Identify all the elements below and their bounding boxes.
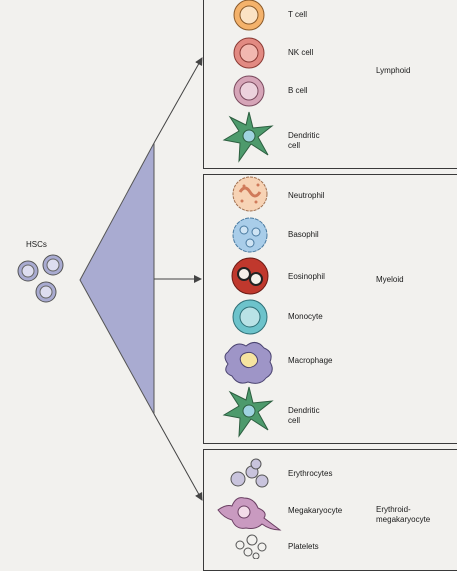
cell-label: Erythrocytes [288, 469, 333, 478]
macrophage-icon [224, 342, 273, 384]
eosinophil-icon [231, 257, 269, 295]
differentiation-triangle [79, 142, 155, 415]
cell-label: Basophil [288, 230, 319, 239]
erythrocytes-icon [230, 458, 269, 488]
megakaryocyte-icon [217, 497, 282, 531]
hsc-label: HSCs [26, 240, 47, 249]
cell-label: T cell [288, 10, 307, 19]
cell-label: Megakaryocyte [288, 506, 343, 515]
t-cell-icon [233, 0, 265, 31]
cell-label: Neutrophil [288, 191, 325, 200]
cell-label: B cell [288, 86, 308, 95]
nk-cell-icon [233, 37, 265, 69]
diagram-canvas [17, 0, 282, 559]
arrow-to-lymphoid [153, 57, 203, 144]
platelets-icon [235, 534, 267, 559]
lymphoid-panel [203, 0, 457, 169]
group-label-erythroid-megakaryocyte: Erythroid- megakaryocyte [376, 505, 431, 524]
cell-label: Macrophage [288, 356, 333, 365]
hsc-cells-icon [17, 254, 64, 303]
monocyte-icon [232, 299, 268, 335]
cell-label: Dendritic cell [288, 406, 320, 425]
b-cell-icon [233, 75, 265, 107]
dendritic-cell-icon [222, 111, 274, 163]
cell-label: Eosinophil [288, 272, 325, 281]
cell-label: Platelets [288, 542, 319, 551]
group-label-lymphoid: Lymphoid [376, 66, 411, 75]
neutrophil-icon [232, 176, 268, 212]
basophil-icon [232, 217, 268, 253]
cell-label: Dendritic cell [288, 131, 320, 150]
cell-label: NK cell [288, 48, 314, 57]
myeloid-panel [203, 174, 457, 444]
dendritic-cell-icon [222, 386, 274, 438]
cell-label: Monocyte [288, 312, 323, 321]
group-label-myeloid: Myeloid [376, 275, 404, 284]
hematopoiesis-diagram: HSCs Lymphoid Myeloid Erythroid- megakar… [17, 0, 457, 571]
arrow-to-erythroid [153, 413, 203, 501]
